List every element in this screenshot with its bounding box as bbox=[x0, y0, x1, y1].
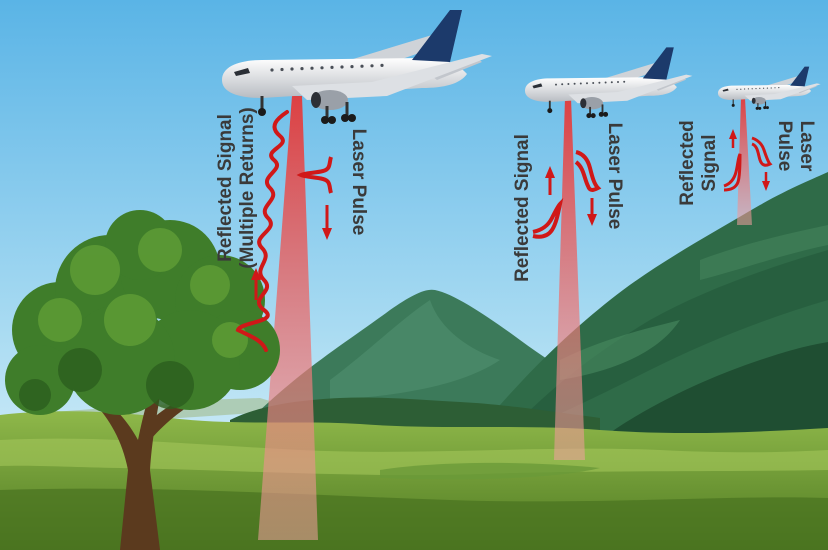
laser-pulse-waveform-2 bbox=[574, 150, 602, 192]
reflected-pulse-waveform-2 bbox=[532, 197, 564, 239]
grass-field bbox=[0, 411, 828, 550]
laser-beams bbox=[258, 96, 752, 540]
plane3-laser-line2: Pulse bbox=[774, 120, 795, 172]
laser-arrow-down-3 bbox=[762, 172, 770, 191]
reflected-arrow-up bbox=[251, 268, 261, 300]
plane2-reflected-text: Reflected Signal bbox=[512, 134, 533, 282]
plane1-reflected-line1: Reflected Signal bbox=[215, 114, 236, 262]
reflected-pulse-waveform-3 bbox=[723, 153, 742, 192]
plane3-laser-line1: Laser bbox=[796, 120, 817, 172]
plane3-laser-label: Laser Pulse bbox=[773, 121, 817, 172]
plane1-laser-label: Laser Pulse bbox=[347, 129, 369, 236]
plane3-reflected-line1: Reflected bbox=[677, 120, 698, 206]
laser-beam-2 bbox=[554, 98, 585, 460]
plane3-reflected-label: Reflected Signal bbox=[677, 120, 721, 206]
plane2-reflected-label: Reflected Signal bbox=[512, 134, 534, 282]
tree-illustration bbox=[5, 210, 280, 550]
laser-pulse-waveform-3 bbox=[751, 136, 773, 167]
multiple-returns-waveform bbox=[235, 110, 289, 352]
laser-arrow-down bbox=[322, 205, 332, 240]
plane2-laser-text: Laser Pulse bbox=[604, 122, 625, 230]
reflected-arrow-up-3 bbox=[729, 129, 737, 148]
plane1-reflected-line2: (Multiple Returns) bbox=[237, 107, 258, 269]
reflected-arrow-up-2 bbox=[545, 166, 555, 195]
plane3-reflected-line2: Signal bbox=[699, 134, 720, 192]
laser-beam-3 bbox=[737, 98, 752, 225]
plane1-laser-text: Laser Pulse bbox=[348, 128, 369, 236]
laser-pulse-waveform bbox=[296, 156, 333, 194]
plane2-laser-label: Laser Pulse bbox=[603, 123, 625, 230]
laser-arrow-down-2 bbox=[587, 198, 597, 226]
laser-beam-1 bbox=[258, 96, 318, 540]
plane1-reflected-label: Reflected Signal (Multiple Returns) bbox=[215, 107, 259, 269]
